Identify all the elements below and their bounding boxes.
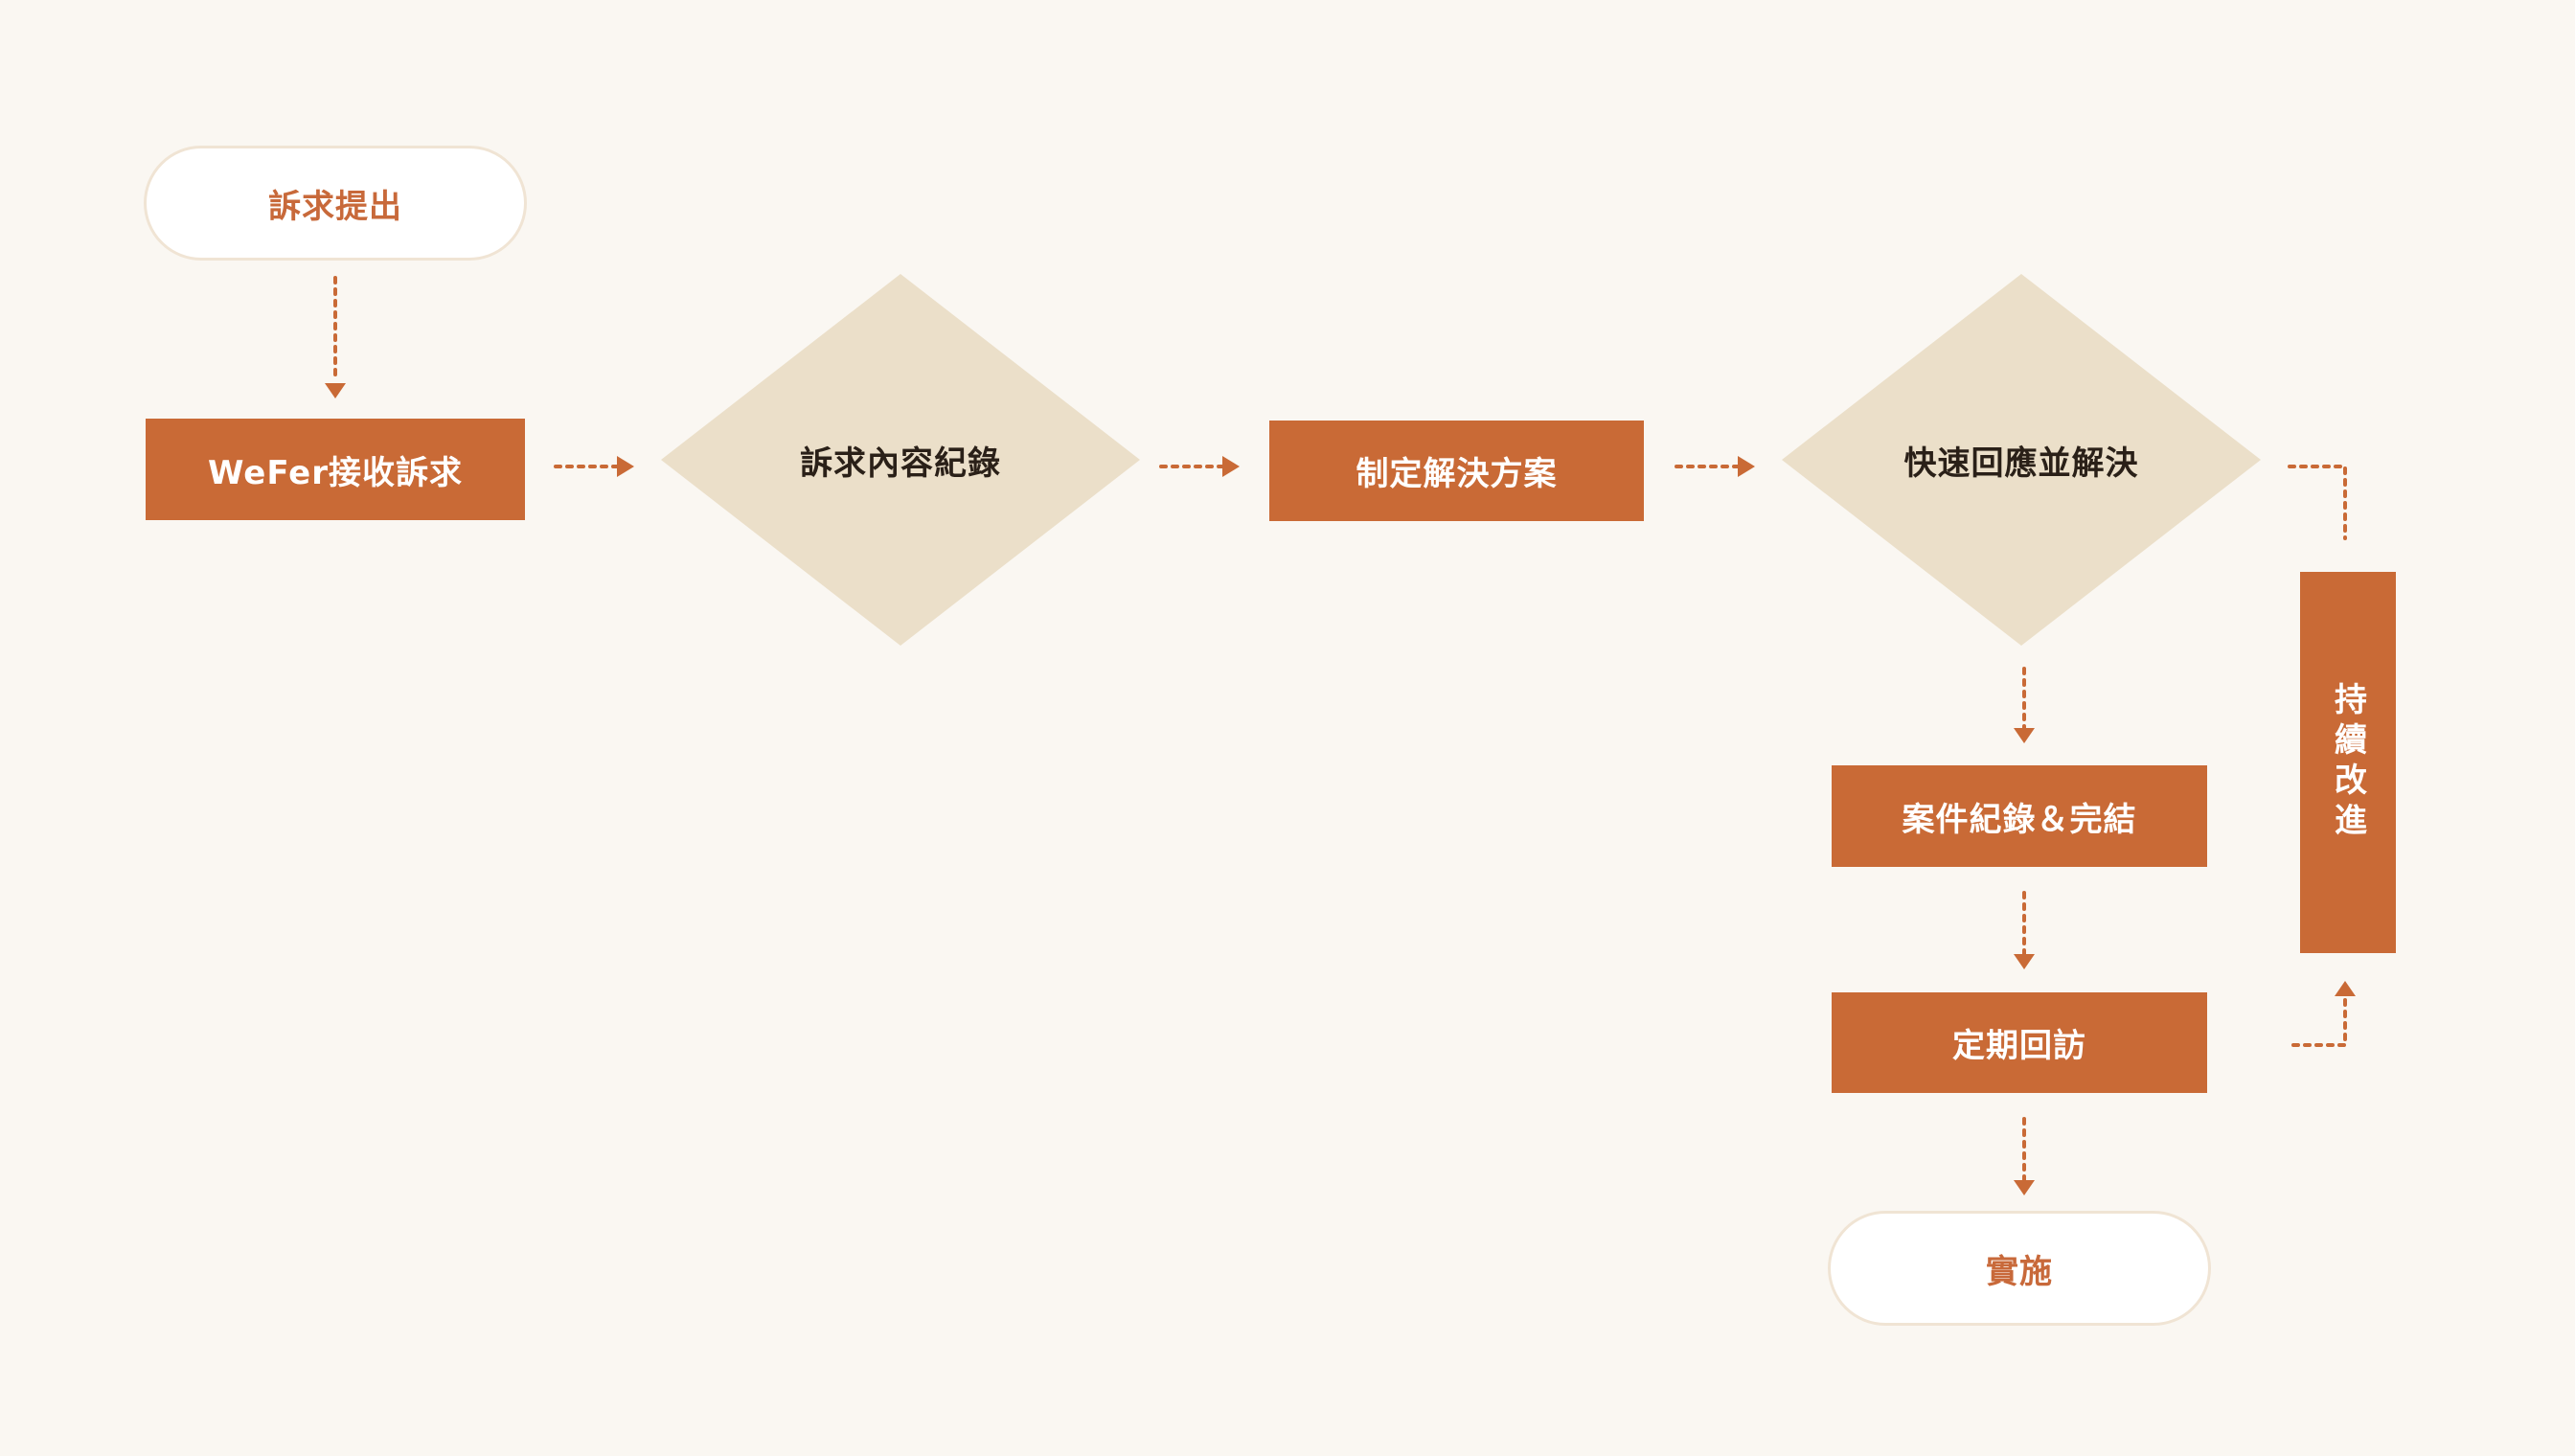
node-record-label: 訴求內容紀錄 [800,444,1001,483]
node-receive-label: WeFer接收訴求 [207,453,464,492]
node-record: 訴求內容紀錄 [661,274,1140,646]
arrowhead-revisit-to-improve [2335,981,2356,996]
node-plan-label: 制定解決方案 [1356,455,1558,493]
node-close-label: 案件紀錄＆完結 [1902,800,2137,839]
arrowhead-respond-to-close [2014,728,2035,743]
node-respond: 快速回應並解決 [1782,274,2261,646]
node-respond-shape [1782,274,2261,646]
arrowhead-receive-to-record [617,456,634,477]
node-implement: 實施 [1828,1211,2211,1326]
arrowhead-start-to-receive [325,383,346,398]
node-receive: WeFer接收訴求 [146,419,525,520]
arrow-respond-to-improve [2288,465,2347,540]
arrowhead-record-to-plan [1222,456,1240,477]
node-revisit-label: 定期回訪 [1952,1027,2086,1065]
arrow-revisit-to-improve [2291,994,2347,1047]
arrowhead-revisit-to-implement [2014,1180,2035,1195]
node-revisit: 定期回訪 [1832,992,2207,1093]
node-record-shape [661,274,1140,646]
node-implement-label: 實施 [1986,1252,2053,1291]
arrowhead-plan-to-respond [1738,456,1755,477]
node-start-label: 訴求提出 [268,187,402,226]
arrowhead-close-to-revisit [2014,954,2035,969]
node-improve: 持續改進 [2300,572,2396,953]
node-respond-label: 快速回應並解決 [1903,444,2139,483]
node-start: 訴求提出 [144,146,527,261]
node-improve-label: 持續改進 [2328,682,2367,843]
node-plan: 制定解決方案 [1269,421,1644,521]
node-close: 案件紀錄＆完結 [1832,765,2207,867]
